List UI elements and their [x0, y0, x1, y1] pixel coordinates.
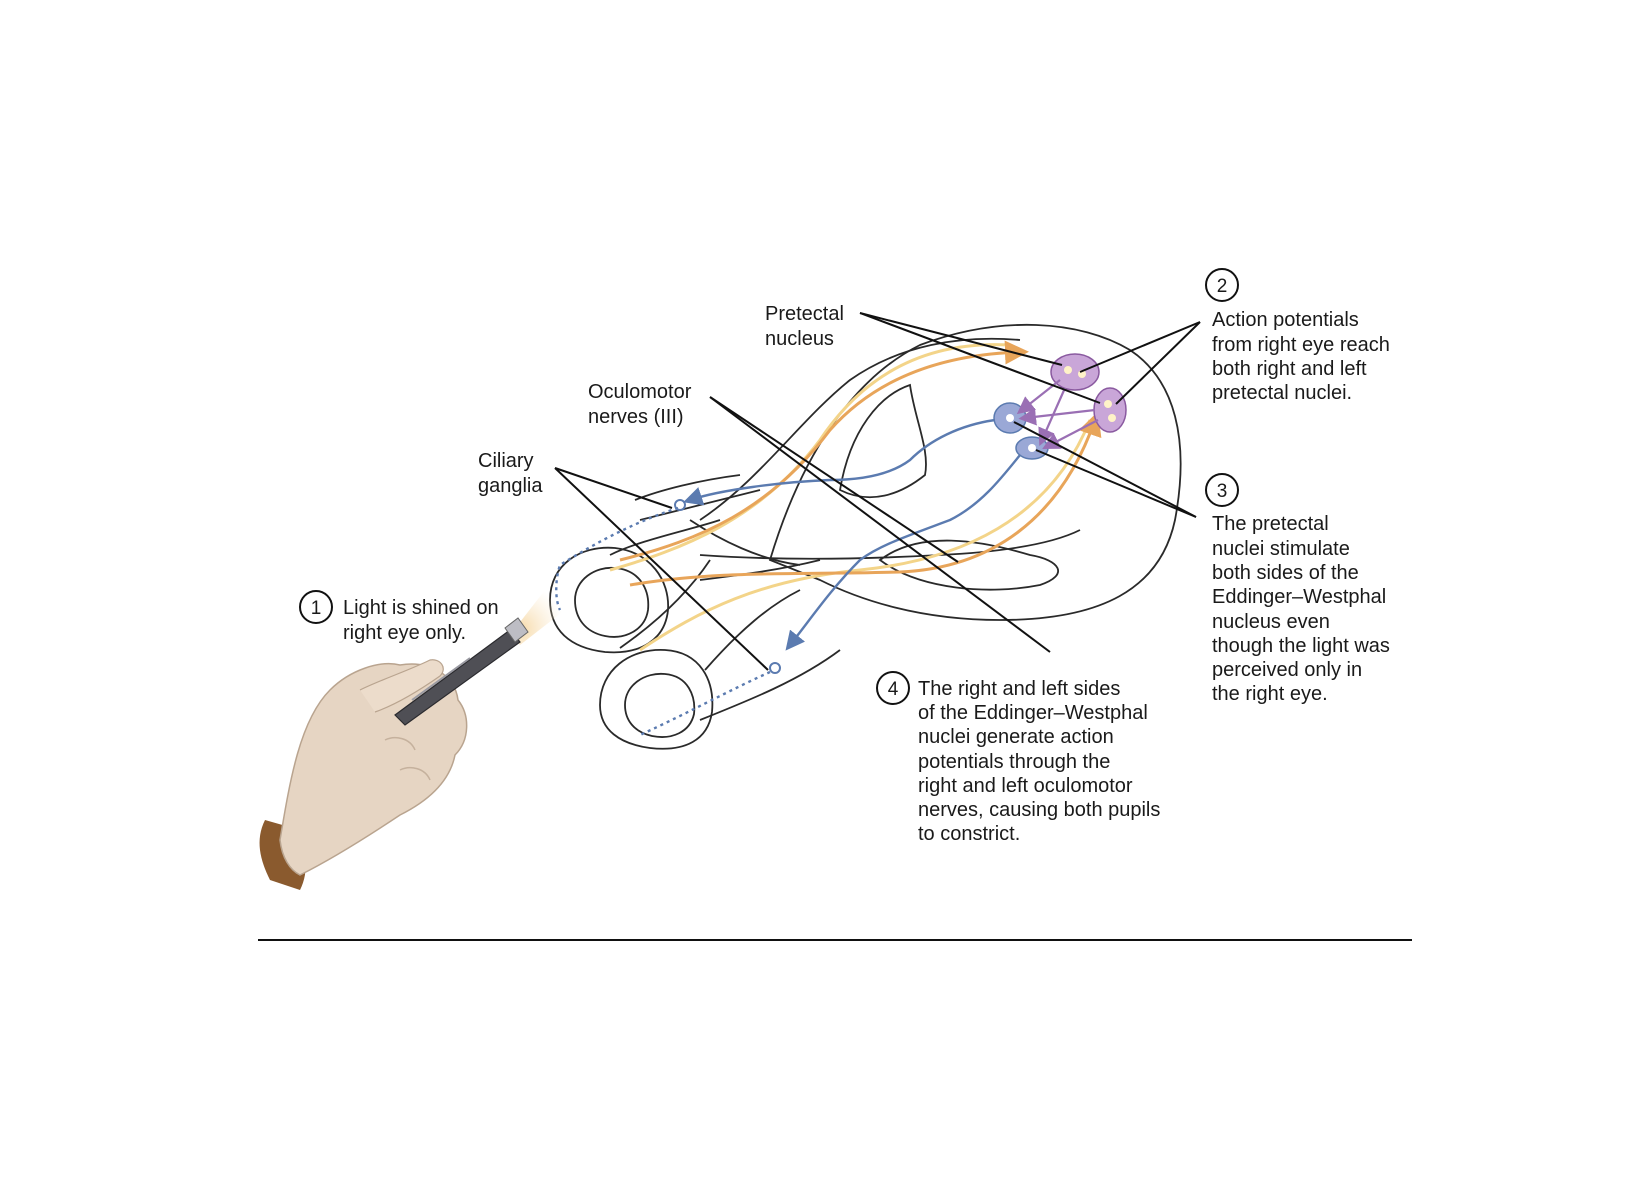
pretectal-to-ew-1 [1016, 379, 1061, 415]
pretectal-label-line2: nucleus [765, 328, 834, 350]
pretectal-to-ew-4 [1042, 419, 1099, 450]
step-2-line-4: pretectal nuclei. [1212, 382, 1352, 404]
step-4-badge [876, 671, 910, 705]
step-3-number: 3 [1217, 481, 1228, 502]
ciliary-label-line2: ganglia [478, 475, 543, 497]
step-4-number: 4 [888, 679, 899, 700]
right-pretectal-nucleus [1050, 353, 1100, 391]
left-pretectal-nucleus [1093, 387, 1127, 433]
step-1-line-2: right eye only. [343, 622, 466, 644]
step-4-line-4: potentials through the [918, 751, 1110, 773]
step-3-line-4: Eddinger–Westphal [1212, 586, 1386, 608]
pretectal-label-line1: Pretectal [765, 303, 844, 325]
afferent-path-yellow-lower [639, 419, 1092, 652]
step-2-line-1: Action potentials [1212, 309, 1359, 331]
pretectal-to-ew-2 [1018, 408, 1096, 426]
step-4-line-5: right and left oculomotor [918, 775, 1133, 797]
penlight-icon [394, 590, 565, 726]
step-3-line-1: The pretectal [1212, 513, 1329, 535]
step-4-line-6: nerves, causing both pupils [918, 799, 1160, 821]
step-2-badge [1205, 268, 1239, 302]
step-2-line-3: both right and left [1212, 358, 1367, 380]
oculomotor-label-line1: Oculomotor [588, 381, 692, 403]
left-eye [599, 589, 841, 750]
ciliary-nerve-right [555, 506, 679, 611]
step-2-line-2: from right eye reach [1212, 334, 1390, 356]
step-2-callout: 2 Action potentials from right eye reach… [1205, 268, 1390, 404]
step-4-line-1: The right and left sides [918, 678, 1120, 700]
afferent-path-orange-lower [629, 411, 1102, 587]
step-1-line-1: Light is shined on [343, 597, 499, 619]
step-4-line-2: of the Eddinger–Westphal [918, 702, 1148, 724]
step-2-number: 2 [1217, 276, 1228, 297]
step-3-line-3: both sides of the [1212, 562, 1359, 584]
step-1-callout: 1 Light is shined on right eye only. [299, 590, 499, 644]
step-3-line-5: nucleus even [1212, 611, 1330, 633]
gloved-hand-icon [259, 659, 468, 890]
step-3-callout: 3 The pretectal nuclei stimulate both si… [1205, 473, 1390, 705]
step-3-line-6: though the light was [1212, 635, 1390, 657]
pretectal-to-ew-3 [1038, 387, 1067, 447]
brain-illustration [549, 323, 1182, 750]
afferent-path-orange-upper [619, 340, 1029, 562]
midbrain-lower [878, 539, 1059, 591]
afferent-path-yellow-upper [609, 343, 1011, 572]
step-3-line-8: the right eye. [1212, 683, 1328, 705]
step-4-line-3: nuclei generate action [918, 726, 1114, 748]
efferent-path-left [785, 454, 1021, 651]
efferent-path-right [683, 418, 996, 506]
ciliary-label-line1: Ciliary [478, 450, 534, 472]
step-4-callout: 4 The right and left sides of the Edding… [876, 671, 1160, 845]
step-3-line-2: nuclei stimulate [1212, 538, 1350, 560]
brainstem-outline [768, 323, 1182, 621]
step-1-number: 1 [311, 598, 322, 619]
step-3-line-7: perceived only in [1212, 659, 1362, 681]
oculomotor-label-line2: nerves (III) [588, 406, 684, 428]
leader-lines [554, 312, 1201, 671]
step-3-badge [1205, 473, 1239, 507]
ciliary-nerve-left [639, 670, 771, 737]
step-1-badge [299, 590, 333, 624]
left-ciliary-ganglion [769, 662, 781, 674]
midbrain-cavity [839, 383, 927, 499]
step-4-line-7: to constrict. [918, 823, 1020, 845]
